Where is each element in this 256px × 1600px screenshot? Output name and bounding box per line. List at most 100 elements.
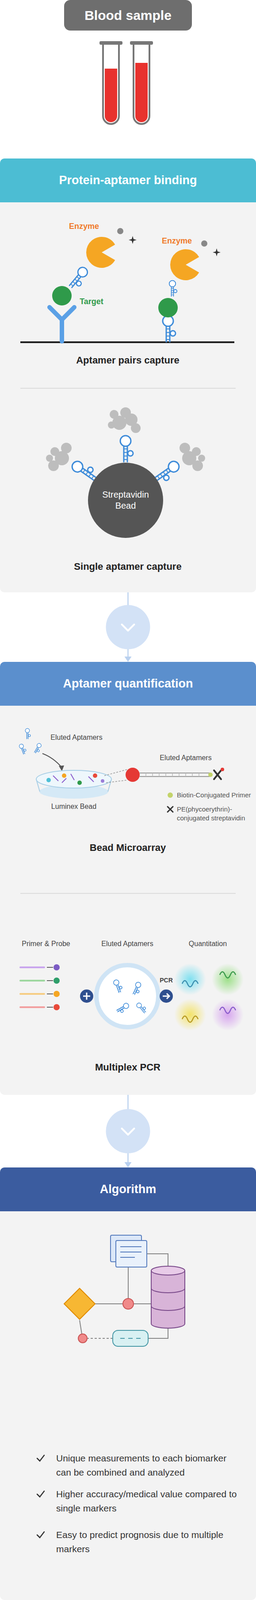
- section-caption: Bead Microarray: [89, 840, 166, 853]
- illustration-part: [120, 406, 131, 418]
- part-label: Quantitation: [188, 938, 227, 947]
- illustration-part: [53, 989, 60, 996]
- part-label: Eluted Aptamers: [50, 732, 103, 741]
- step-label: PCR: [159, 975, 173, 983]
- illustration-part: [103, 44, 119, 124]
- illustration-part: [37, 1453, 45, 1460]
- illustration-part: [151, 1286, 185, 1309]
- illustration-part: [50, 446, 60, 456]
- illustration-part: [80, 988, 94, 1002]
- illustration-part: [128, 235, 137, 244]
- illustration-part: [46, 992, 54, 994]
- illustration-part: [145, 771, 199, 776]
- illustration-part: [201, 240, 208, 247]
- legend-text: Biotin-Conjugated Primer: [176, 789, 253, 799]
- illustration-part: [198, 454, 206, 462]
- illustration-part: [46, 1005, 54, 1007]
- illustration-part: [182, 970, 236, 1021]
- illustration-part: [46, 772, 105, 784]
- chevron-mark: [122, 1127, 135, 1134]
- panel-header: Algorithm: [0, 1165, 256, 1210]
- illustration-part: [182, 979, 199, 986]
- node-label: Streptavidin Bead: [96, 488, 155, 511]
- illustration-part: [36, 769, 112, 788]
- part-label: Primer & Probe: [21, 938, 70, 947]
- illustration-part: [219, 970, 236, 977]
- check-marks: [37, 1453, 45, 1536]
- illustration-part: [159, 988, 173, 1002]
- illustration-part: [109, 409, 119, 419]
- illustration-part: [117, 227, 124, 234]
- illustration-part: [18, 742, 27, 754]
- illustration-part: [99, 41, 123, 45]
- flow-connector: [106, 591, 151, 662]
- bead-microarray: [18, 727, 225, 811]
- illustration-part: [220, 766, 225, 771]
- node-label: Blood sample: [84, 7, 172, 23]
- illustration-part: [107, 406, 141, 433]
- part-label: Eluted Aptamers: [101, 938, 153, 947]
- bead-circle: Streptavidin Bead: [87, 462, 164, 538]
- chevron-mark: [122, 623, 135, 631]
- illustration-part: [112, 977, 124, 993]
- illustration-part: [45, 454, 54, 462]
- illustration-part: [64, 1286, 96, 1318]
- arrow-head: [124, 1160, 132, 1166]
- illustration-part: [92, 772, 98, 777]
- check-item: Easy to predict prognosis due to multipl…: [56, 1525, 240, 1555]
- panel-header: Protein-aptamer binding: [0, 158, 256, 203]
- illustration-part: [61, 772, 67, 777]
- illustration-part: [46, 965, 54, 967]
- illustration-part: [115, 1001, 131, 1013]
- chevron-circle: [106, 604, 151, 649]
- illustration-part: [53, 962, 60, 970]
- legend-text: PE(phycoerythrin)-conjugated streptavidi…: [176, 803, 253, 822]
- illustration-part: [162, 992, 170, 998]
- section-caption: Multiplex PCR: [95, 1060, 161, 1072]
- illustration-part: [61, 442, 72, 453]
- illustration-part: [42, 752, 62, 767]
- illustration-part: [133, 44, 150, 124]
- enzyme-label: Enzyme: [68, 221, 100, 232]
- illustration-part: [20, 387, 236, 389]
- illustration-part: [192, 459, 203, 471]
- section-caption: Single aptamer capture: [73, 560, 182, 572]
- enzyme-label: Enzyme: [161, 236, 192, 246]
- arrow-head: [124, 655, 132, 662]
- illustration-part: [52, 285, 72, 306]
- illustration-part: [213, 769, 222, 779]
- illustration-part: [49, 306, 75, 341]
- illustration-part: [120, 1245, 142, 1256]
- illustration-part: [20, 978, 45, 981]
- illustration-part: [88, 775, 94, 781]
- illustration-part: [129, 41, 153, 45]
- section-caption: Aptamer pairs capture: [76, 354, 180, 366]
- test-tubes: [99, 41, 153, 124]
- illustration-part: [87, 1336, 113, 1338]
- illustration-part: [0, 158, 256, 592]
- illustration-part: [46, 776, 51, 782]
- part-label: Eluted Aptamers: [159, 752, 212, 761]
- illustration-part: [151, 1264, 185, 1274]
- illustration-part: [0, 1165, 256, 1598]
- illustration-part: [125, 766, 140, 781]
- illustration-part: [33, 741, 43, 753]
- check-item: Unique measurements to each biomarker ca…: [56, 1449, 240, 1478]
- part-label: Luminex Bead: [51, 801, 97, 810]
- illustration-part: [53, 772, 94, 782]
- check-item: Higher accuracy/medical value compared t…: [56, 1485, 240, 1514]
- illustration-part: [174, 997, 207, 1030]
- illustration-part: [83, 991, 91, 999]
- illustration-part: [211, 962, 244, 994]
- flow-connector: [106, 1093, 151, 1166]
- illustration-part: [120, 435, 134, 462]
- illustration-part: [96, 963, 159, 1026]
- illustration-part: [20, 991, 45, 994]
- illustration-part: [20, 965, 45, 967]
- chevron-circle: [106, 1107, 151, 1152]
- illustration-part: [37, 1529, 45, 1536]
- illustration-part: [131, 980, 143, 995]
